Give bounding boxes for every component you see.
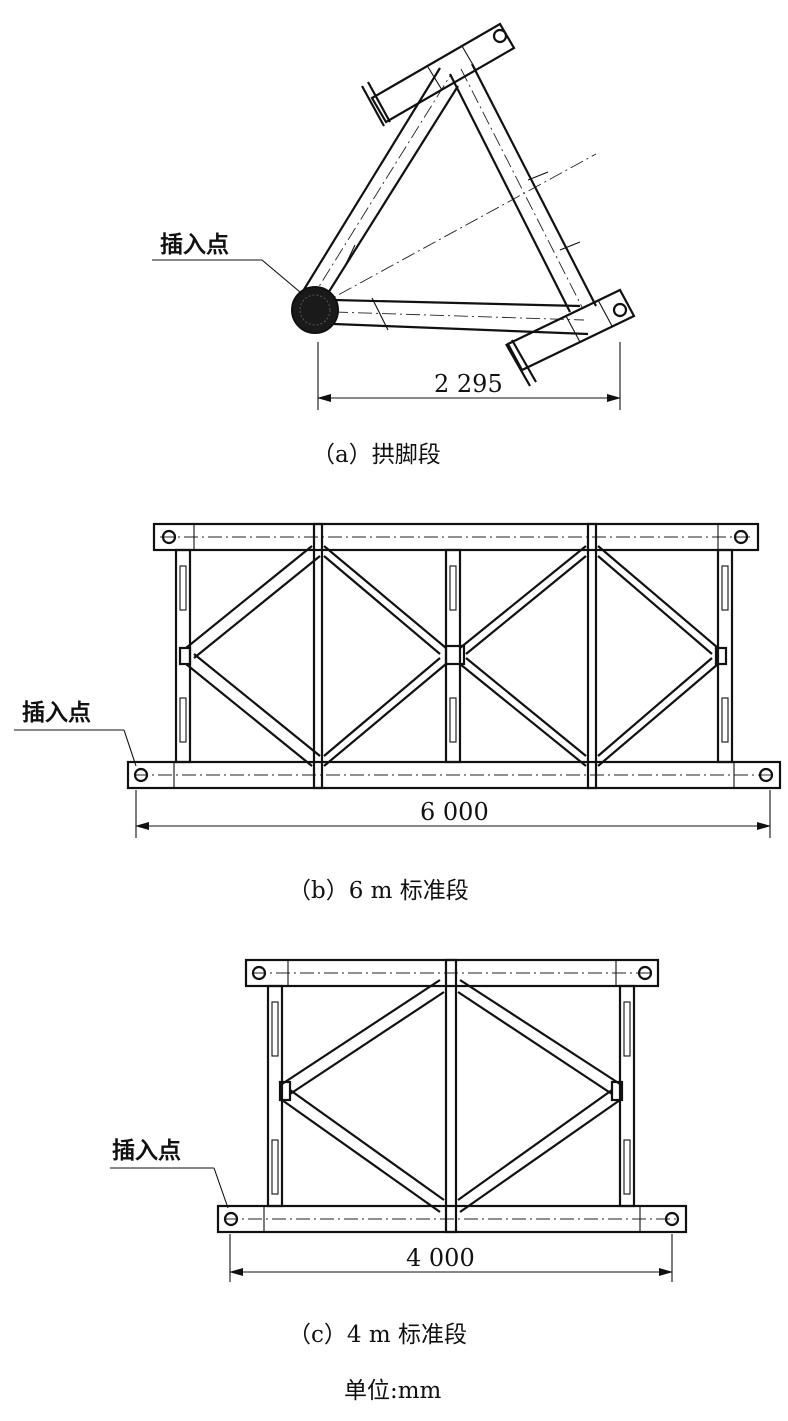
panel-c-insertion-label: 插入点 [112, 1138, 181, 1164]
panel-a-left-chord [299, 67, 459, 307]
panel-c-drawing [110, 958, 688, 1282]
panel-a-insertion-label: 插入点 [160, 232, 229, 258]
panel-b-diagonals [185, 545, 719, 767]
panel-b-dimension-value: 6 000 [420, 798, 489, 826]
panel-a-drawing [152, 22, 636, 410]
panel-a-right-bracket [505, 288, 636, 387]
panel-c-top-chord [244, 958, 660, 988]
panel-a-bottom-chord [333, 297, 589, 336]
panel-b-caption: （b）6 m 标准段 [288, 878, 469, 904]
panel-c-dimension [229, 1234, 673, 1282]
panel-c-bottom-chord [216, 1204, 688, 1234]
panel-b-insertion-label: 插入点 [22, 700, 91, 726]
panel-a-dimension-value: 2 295 [434, 370, 503, 398]
panel-a-dimension [317, 342, 621, 410]
panel-c-verticals [266, 958, 636, 1234]
panel-c-caption: （c）4 m 标准段 [288, 1322, 467, 1348]
panel-a-top-bracket [361, 22, 516, 127]
panel-b-bottom-chord [126, 760, 782, 790]
units-note: 单位:mm [344, 1378, 442, 1404]
panel-b-dimension [135, 790, 771, 838]
panel-a-axis-line [317, 153, 597, 307]
panel-b-leader [14, 729, 137, 767]
panel-a-leader [152, 259, 301, 293]
panel-c-diagonals [281, 979, 621, 1213]
panel-b-verticals [174, 522, 734, 790]
panel-a-insertion-point [291, 286, 339, 334]
panel-a-right-chord [449, 63, 597, 313]
panel-b-top-chord [152, 522, 760, 552]
panel-a-caption: （a）拱脚段 [312, 442, 441, 468]
panel-b-drawing [14, 522, 782, 838]
panel-c-dimension-value: 4 000 [406, 1244, 475, 1272]
panel-c-leader [110, 1167, 229, 1209]
